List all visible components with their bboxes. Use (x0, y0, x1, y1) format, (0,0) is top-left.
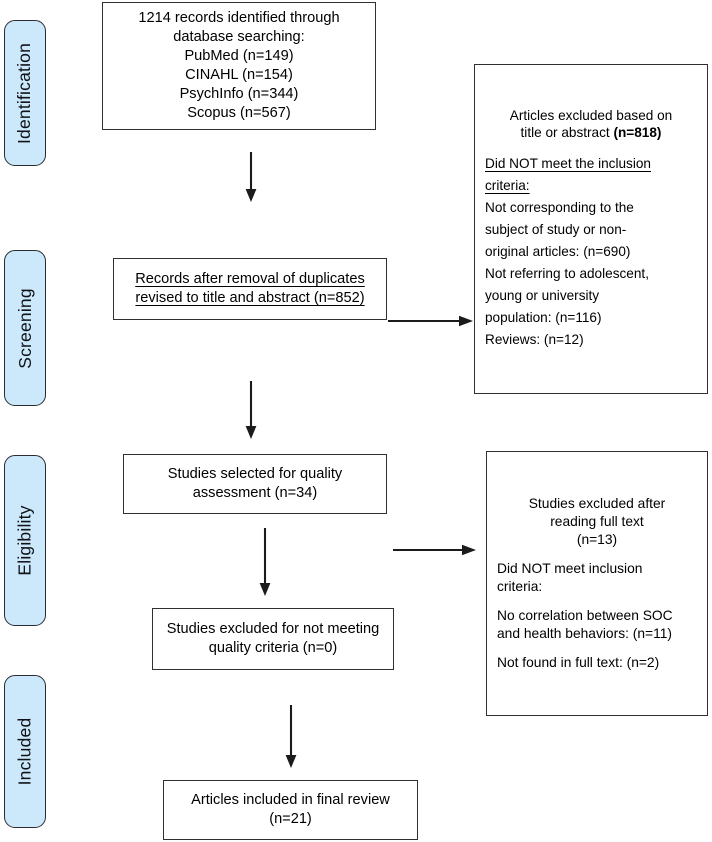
records-after-duplicates-line-1: Records after removal of duplicates (135, 271, 365, 288)
excluded-fulltext-subheading-line-1: Did NOT meet inclusion (497, 561, 643, 577)
excluded-fulltext-heading-line-1: Studies excluded after (528, 496, 666, 512)
arrow-right-records-to-excluded (388, 313, 476, 329)
excluded-title-heading-line-1: Articles excluded based on (509, 107, 673, 123)
box-excluded-after-full-text: Studies excluded after reading full text… (486, 451, 708, 716)
excluded-title-reason-2-line-3: population: (n=116) (485, 310, 602, 326)
excluded-title-reason-3: Reviews: (n=12) (485, 332, 584, 348)
spacer (485, 142, 697, 153)
records-identified-line-2: database searching: (173, 29, 305, 46)
excluded-fulltext-reason-1-line-2: and health behaviors: (n=11) (497, 625, 673, 641)
records-identified-scopus: Scopus (n=567) (187, 104, 291, 121)
excluded-title-heading-text: title or abstract (520, 125, 614, 141)
quality-selected-line-2: assessment (n=34) (192, 485, 318, 501)
stage-tab-identification: Identification (4, 20, 46, 166)
excluded-title-reason-2-line-1: Not referring to adolescent, (485, 266, 649, 282)
arrow-right-quality-to-excluded-fulltext (393, 542, 481, 558)
excluded-title-subheading-line-2: criteria: (485, 178, 530, 194)
final-included-line-1: Articles included in final review (191, 792, 390, 809)
excluded-fulltext-reason-1-line-1: No correlation between SOC (497, 607, 673, 623)
box-excluded-title-abstract: Articles excluded based on title or abst… (474, 64, 708, 394)
excluded-title-reason-2-line-2: young or university (485, 288, 600, 304)
stage-label-screening: Screening (14, 287, 35, 369)
records-identified-psychinfo: PsychInfo (n=344) (179, 85, 299, 102)
box-excluded-quality-criteria: Studies excluded for not meeting quality… (152, 608, 394, 670)
records-identified-pubmed: PubMed (n=149) (184, 48, 294, 65)
box-quality-assessment-selected: Studies selected for quality assessment … (123, 454, 387, 514)
arrow-down-quality-selected-to-quality-excluded (257, 528, 273, 598)
arrow-down-records-to-quality-selected (243, 381, 259, 441)
stage-tab-included: Included (4, 675, 46, 828)
stage-tab-screening: Screening (4, 250, 46, 406)
arrow-down-quality-excluded-to-final (283, 705, 299, 770)
records-after-duplicates-line-2: revised to title and abstract (n=852) (135, 290, 365, 306)
excluded-fulltext-heading-line-2: reading full text (550, 514, 644, 530)
stage-label-eligibility: Eligibility (14, 505, 35, 576)
box-articles-included-final: Articles included in final review (n=21) (163, 780, 418, 840)
box-records-identified: 1214 records identified through database… (102, 2, 376, 130)
spacer (497, 549, 697, 560)
excluded-title-heading-line-2: title or abstract (n=818) (485, 124, 697, 142)
excluded-title-reason-1-line-1: Not corresponding to the (485, 200, 634, 216)
excluded-title-reason-1-line-3: original articles: (n=690) (485, 244, 631, 260)
quality-excluded-line-1: Studies excluded for not meeting (166, 621, 380, 638)
quality-excluded-line-2: quality criteria (n=0) (208, 640, 338, 656)
arrow-down-identified-to-records (243, 152, 259, 204)
final-included-count: (n=21) (269, 811, 312, 827)
excluded-title-count: (n=818) (613, 125, 662, 141)
records-identified-line-1: 1214 records identified through (138, 10, 340, 27)
spacer (497, 596, 697, 607)
spacer (497, 643, 697, 654)
stage-label-included: Included (14, 717, 35, 786)
excluded-fulltext-reason-2: Not found in full text: (n=2) (497, 654, 660, 670)
excluded-title-reason-1-line-2: subject of study or non- (485, 222, 627, 238)
box-records-after-duplicates: Records after removal of duplicates revi… (113, 258, 387, 320)
stage-tab-eligibility: Eligibility (4, 455, 46, 626)
stage-label-identification: Identification (14, 42, 35, 144)
records-identified-cinahl: CINAHL (n=154) (185, 67, 293, 83)
excluded-fulltext-subheading-line-2: criteria: (497, 579, 543, 594)
excluded-fulltext-count: (n=13) (576, 532, 618, 548)
quality-selected-line-1: Studies selected for quality (167, 466, 343, 483)
excluded-title-subheading-line-1: Did NOT meet the inclusion (485, 156, 651, 172)
